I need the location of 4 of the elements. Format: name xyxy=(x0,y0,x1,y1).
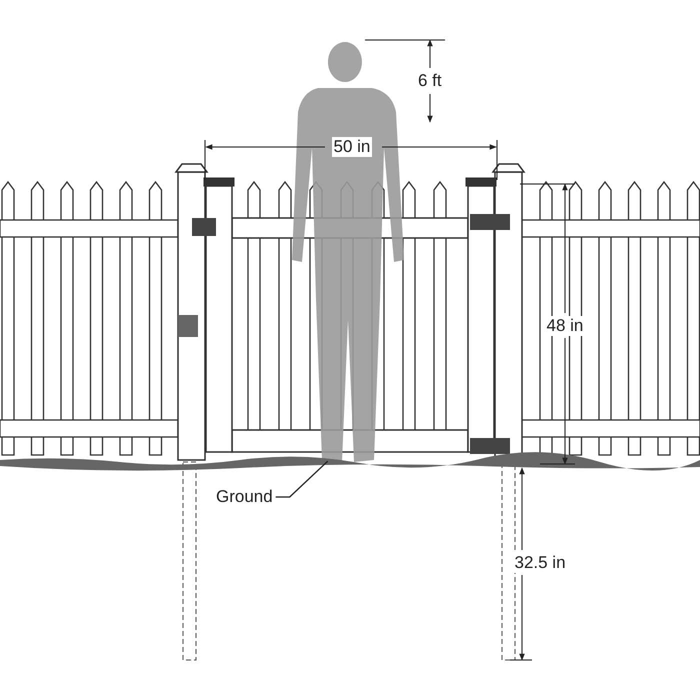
leader-line xyxy=(276,460,328,498)
dimension-label: 50 in xyxy=(332,137,372,157)
dimension-label: 48 in xyxy=(544,316,586,336)
ground-line xyxy=(0,452,700,471)
